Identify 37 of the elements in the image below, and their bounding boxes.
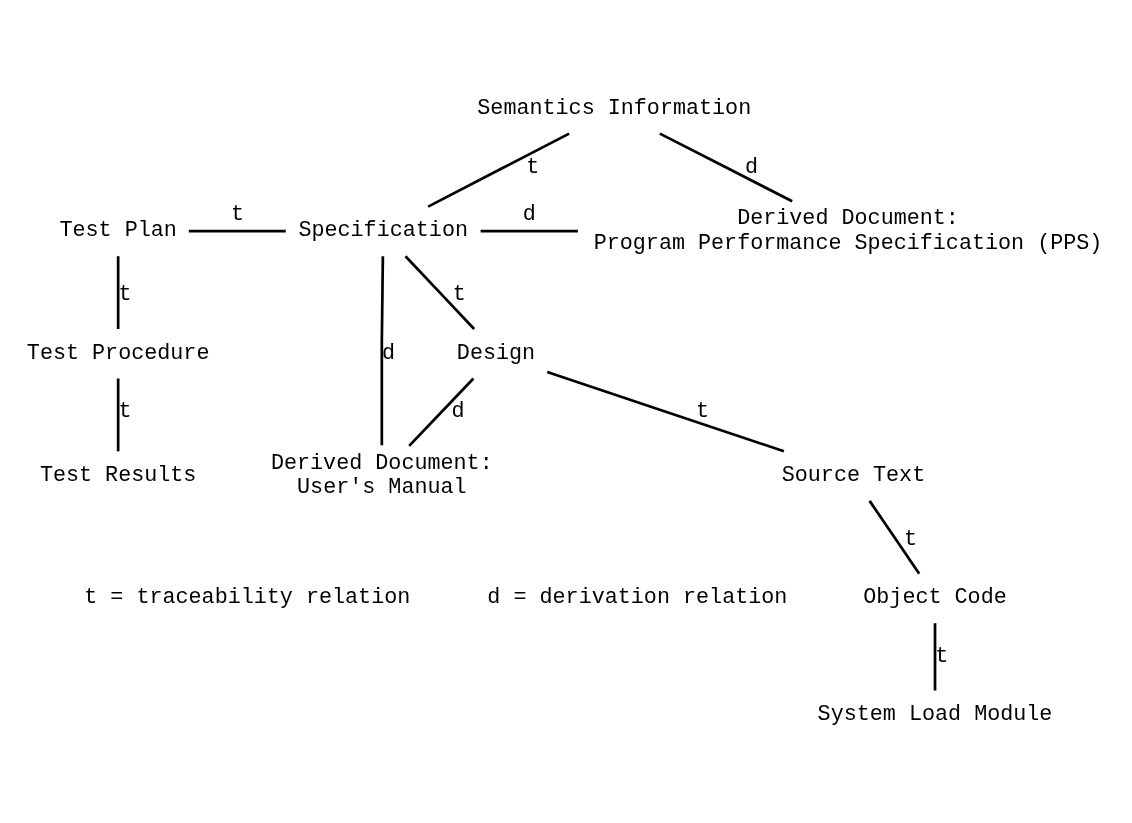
- edge-label: t: [904, 526, 918, 552]
- edge-label: t: [526, 154, 540, 180]
- node-text: Source Text: [781, 462, 926, 488]
- edge-label: t: [452, 281, 466, 307]
- node-text: Design: [456, 340, 536, 366]
- edge-label: d: [745, 154, 759, 180]
- connector: [116, 378, 120, 451]
- connector: [116, 255, 120, 329]
- node-text: System Load Module: [817, 701, 1053, 727]
- connector: [408, 377, 475, 447]
- edge-label: t: [118, 398, 132, 424]
- connector: [480, 229, 578, 233]
- edge-label: t: [230, 201, 244, 227]
- node-text: Test Results: [39, 462, 197, 488]
- node-text: Test Procedure: [26, 340, 210, 366]
- node-text: Derived Document: User's Manual: [270, 450, 493, 500]
- label: d = derivation relation: [487, 584, 788, 610]
- edge-label: d: [451, 398, 465, 424]
- connector: [933, 622, 937, 690]
- edge-label: t: [935, 643, 949, 669]
- connector: [427, 131, 570, 208]
- connector: [546, 370, 785, 453]
- edge-label: t: [696, 398, 710, 424]
- node-text: Derived Document: Program Performance Specification (PPS): [593, 205, 1103, 256]
- node-text: Object Code: [863, 584, 1007, 610]
- edge-label: t: [118, 281, 132, 307]
- node-text: Test Plan: [59, 217, 177, 243]
- edge-label: d: [522, 201, 536, 227]
- edge-label: d: [382, 340, 396, 366]
- node-text: Semantics Information: [477, 95, 752, 121]
- connector: [659, 131, 793, 203]
- connector: [380, 255, 385, 445]
- label: t = traceability relation: [84, 584, 411, 610]
- connector: [188, 229, 286, 233]
- node-text: Specification: [298, 217, 468, 243]
- connector: [404, 254, 476, 330]
- connector: [868, 499, 921, 574]
